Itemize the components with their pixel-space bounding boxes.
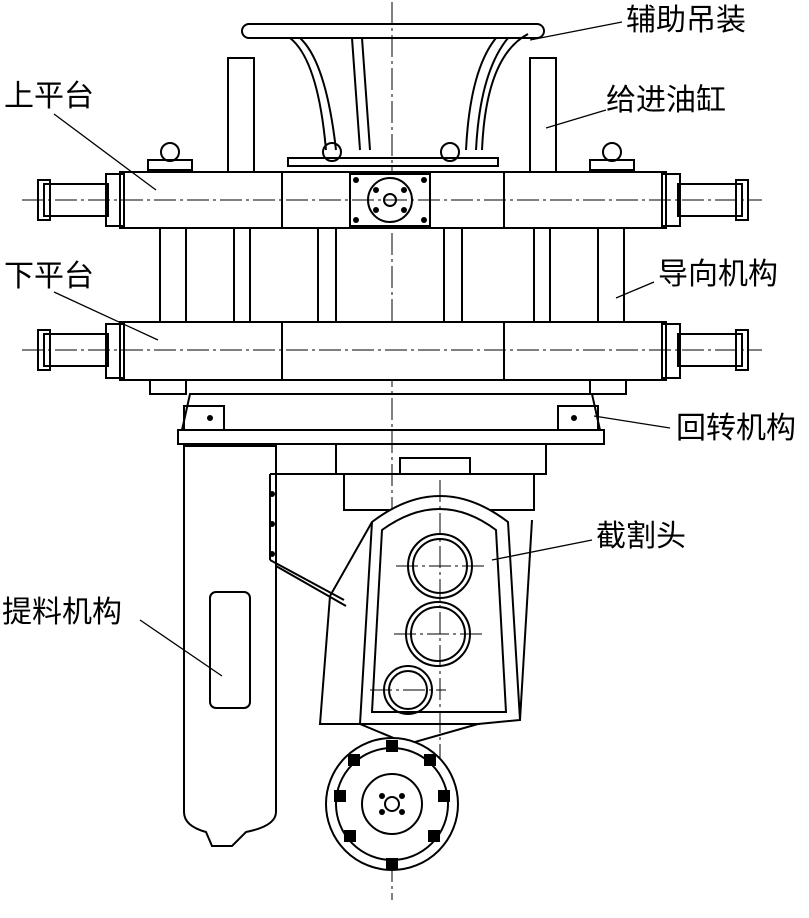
label-slewing-mechanism: 回转机构 [676, 411, 796, 446]
cutter-drum [320, 723, 480, 871]
lifting-eyes [147, 142, 635, 171]
label-guide-mechanism: 导向机构 [658, 257, 778, 292]
label-cutting-head: 截割头 [596, 519, 686, 554]
callout-labels: 辅助吊装 上平台 给进油缸 下平台 导向机构 回转机构 截割头 提料机构 [2, 3, 796, 630]
lifting-mechanism [183, 445, 347, 847]
lower-platform [22, 321, 762, 395]
cutting-head [318, 473, 535, 760]
label-lifting-mechanism: 提料机构 [2, 595, 122, 630]
slewing-mechanism [177, 393, 605, 475]
label-auxiliary-hoist: 辅助吊装 [626, 3, 746, 38]
auxiliary-hoist [241, 23, 545, 151]
label-upper-platform: 上平台 [4, 79, 94, 114]
label-feed-cylinder: 给进油缸 [606, 83, 726, 118]
label-lower-platform: 下平台 [4, 259, 94, 294]
leader-lines [53, 21, 671, 677]
upper-platform [22, 171, 762, 229]
